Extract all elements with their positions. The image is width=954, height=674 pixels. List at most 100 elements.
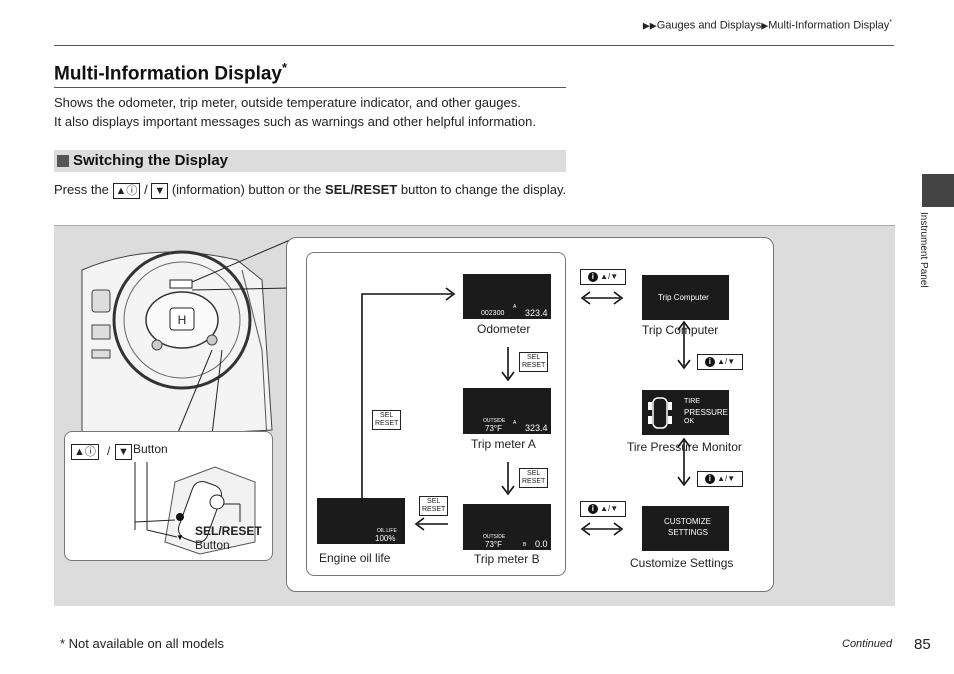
tire-screen-l3: OK [684,418,695,425]
svg-text:H: H [178,313,187,327]
sel-key-l2: RESET [422,506,446,513]
info-key: i ▲/▼ [580,269,626,285]
engine-oil-caption: Engine oil life [319,551,391,565]
trip-b-screen-mark: B [523,542,527,548]
section-title: Switching the Display [73,152,229,169]
engine-oil-screen-top: OIL LIFE [377,528,397,534]
instruction-slash: / [144,182,148,197]
customize-screen-l1: CUSTOMIZE [664,517,711,526]
intro-line-2: It also displays important messages such… [54,114,536,129]
breadcrumb-asterisk: * [889,19,892,26]
continued-label[interactable]: Continued [842,638,893,650]
trip-a-caption: Trip meter A [471,437,536,451]
info-key: i ▲/▼ [580,501,626,517]
trip-a-screen-temp: 73°F [485,424,502,433]
sel-key-l1: SEL [380,412,394,419]
intro-text: Shows the odometer, trip meter, outside … [54,93,574,131]
info-button-label: Button [133,442,168,456]
steering-buttons-drawing: ▼ [134,462,256,555]
sel-key-l2: RESET [522,478,546,485]
info-up-button-icon: ▲ⓘ [71,444,99,460]
trip-b-screen: OUTSIDE 73°F B 0.0 [463,504,551,550]
info-key: i ▲/▼ [697,354,743,370]
section-header: Switching the Display [54,150,566,172]
arrow-icon: ▶ [761,20,769,31]
tire-screen-l1: TIRE [684,398,700,405]
trip-a-screen: OUTSIDE 73°F A 323.4 [463,388,551,434]
footnote: * Not available on all models [60,636,225,651]
trip-a-screen-top: OUTSIDE [483,418,506,424]
odometer-screen: 002300 A 323.4 [463,274,551,319]
square-bullet-icon [57,155,69,167]
info-icon: i [587,271,598,282]
trip-computer-caption: Trip Computer [642,323,719,337]
page-number: 85 [914,636,931,653]
sel-key-l1: SEL [527,354,541,361]
breadcrumb: ▶▶Gauges and Displays▶Multi-Information … [643,19,892,32]
right-arrows [580,291,691,536]
dashboard-illustration: H [62,240,292,455]
tire-pressure-screen: TIRE PRESSURE OK [642,390,729,435]
sel-reset-sub-label: Button [195,538,230,552]
instruction-paragraph: Press the ▲ⓘ / ▼ (information) button or… [54,180,569,199]
top-rule [54,45,894,46]
double-arrow-icon: ▶▶ [642,20,657,31]
instruction-press: Press the [54,182,109,197]
down-button-icon: ▼ [115,444,132,460]
trip-b-screen-sub: 0.0 [535,539,548,549]
sel-key-l2: RESET [522,362,546,369]
info-key: i ▲/▼ [697,471,743,487]
inset-slash: / [107,444,111,458]
breadcrumb-item-gauges[interactable]: Gauges and Displays [656,19,762,32]
odometer-screen-main: 002300 [481,310,505,317]
trip-a-screen-mark: A [513,420,517,426]
info-icon: i [704,356,715,367]
engine-oil-screen-value: 100% [375,534,396,543]
instruction-end: button to change the display. [400,182,567,197]
svg-text:▼: ▼ [176,533,184,542]
side-tab[interactable] [922,174,954,207]
odometer-screen-mark: A [513,304,517,310]
engine-oil-screen: OIL LIFE 100% [317,498,405,544]
customize-screen: CUSTOMIZE SETTINGS [642,506,729,551]
sel-key-l1: SEL [527,470,541,477]
side-tab-label: Instrument Panel [918,212,929,288]
tire-screen-l2: PRESSURE [684,408,729,417]
info-key-arrows: ▲/▼ [600,272,619,281]
trip-b-screen-temp: 73°F [485,540,502,549]
instruction-middle: (information) button or the [171,182,322,197]
trip-computer-screen: Trip Computer [642,275,729,320]
customize-screen-l2: SETTINGS [668,528,709,537]
sel-key-l1: SEL [427,498,441,505]
down-button-icon: ▼ [151,182,169,199]
info-icon: i [587,503,598,514]
odometer-screen-sub: 323.4 [525,308,548,318]
info-key-arrows: ▲/▼ [717,357,736,366]
page-title: Multi-Information Display* [54,60,287,85]
trip-b-caption: Trip meter B [474,552,540,566]
intro-line-1: Shows the odometer, trip meter, outside … [54,95,521,110]
info-up-button-icon: ▲ⓘ [112,182,141,199]
info-icon [176,513,184,521]
car-tire-icon [648,397,672,429]
sel-reset-label: SEL/RESET [195,524,262,538]
customize-caption: Customize Settings [630,556,734,570]
info-key-arrows: ▲/▼ [600,504,619,513]
figure-panel: H ▲ⓘ / ▼ Button ▼ SEL/RESET [54,225,895,606]
steering-button-inset: ▲ⓘ / ▼ Button ▼ SEL/RESET Button [64,431,273,561]
page-title-asterisk: * [282,60,288,75]
instruction-bold: SEL/RESET [325,182,398,197]
trip-computer-screen-text: Trip Computer [658,293,709,302]
page-title-text: Multi-Information Display [54,63,282,85]
cycle-arrows [361,287,515,531]
breadcrumb-item-mid[interactable]: Multi-Information Display [768,19,890,32]
title-rule [54,87,566,88]
trip-a-screen-sub: 323.4 [525,423,548,433]
info-key-arrows: ▲/▼ [717,474,736,483]
info-icon: i [704,473,715,484]
odometer-caption: Odometer [477,322,531,336]
